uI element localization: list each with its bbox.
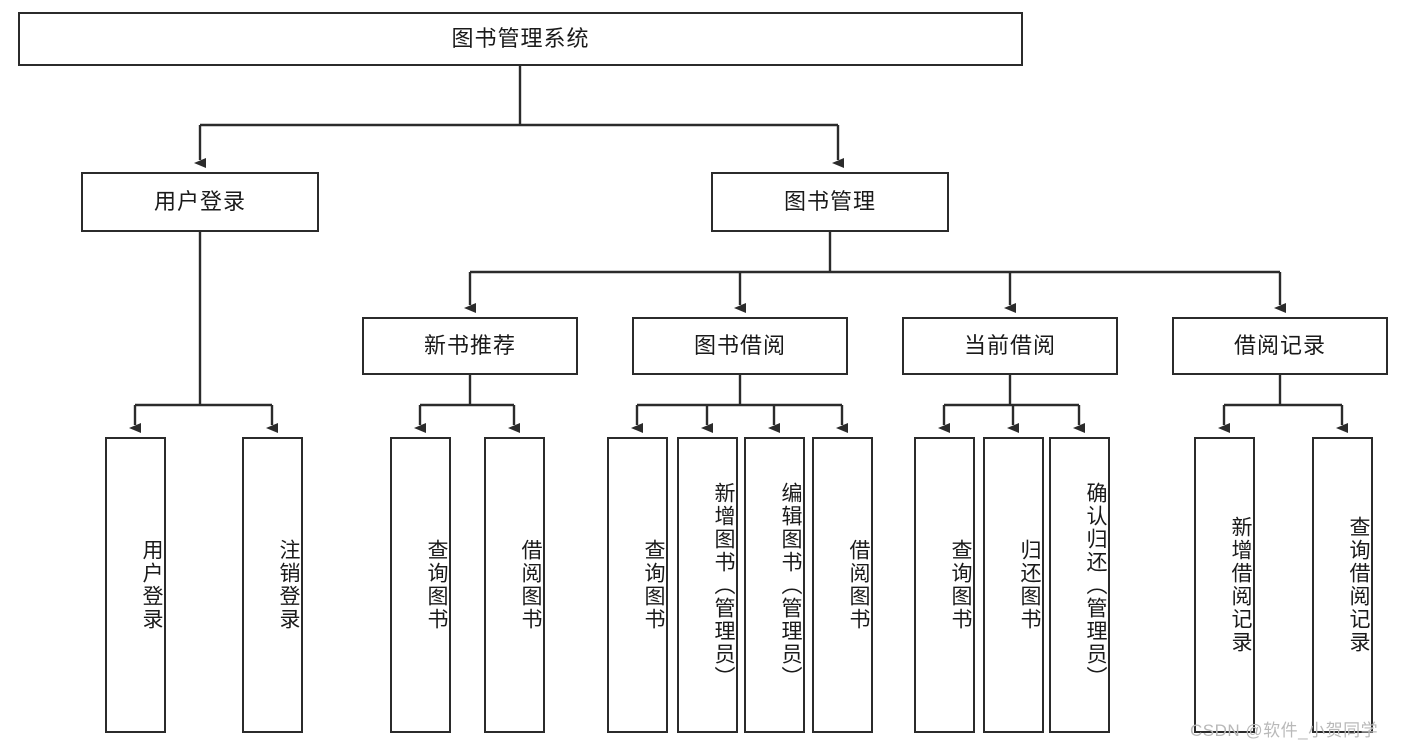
node-leaf-return-book[interactable]: 归还图书 [983, 437, 1044, 733]
node-label: 图书管理 [783, 188, 876, 214]
node-leaf-query-book-3[interactable]: 查询图书 [914, 437, 975, 733]
node-book-management[interactable]: 图书管理 [711, 172, 949, 232]
node-leaf-query-book-2[interactable]: 查询图书 [607, 437, 668, 733]
node-label: 图书管理系统 [451, 25, 590, 51]
node-label: 归还图书 [1018, 539, 1041, 631]
node-borrow-record[interactable]: 借阅记录 [1172, 317, 1388, 375]
node-user-login[interactable]: 用户登录 [81, 172, 319, 232]
node-label: 图书借阅 [693, 332, 786, 358]
node-new-book-recommend[interactable]: 新书推荐 [362, 317, 578, 375]
node-label: 新增借阅记录 [1229, 516, 1252, 654]
node-leaf-user-login[interactable]: 用户登录 [105, 437, 166, 733]
node-leaf-add-book-admin[interactable]: 新增图书（管理员） [677, 437, 738, 733]
node-leaf-logout-login[interactable]: 注销登录 [242, 437, 303, 733]
node-current-borrow[interactable]: 当前借阅 [902, 317, 1118, 375]
node-leaf-query-book-1[interactable]: 查询图书 [390, 437, 451, 733]
csdn-watermark: CSDN @软件_小贺同学 [1190, 721, 1379, 740]
node-book-management-system[interactable]: 图书管理系统 [18, 12, 1023, 66]
node-label: 借阅图书 [847, 539, 870, 631]
node-leaf-confirm-return-admin[interactable]: 确认归还（管理员） [1049, 437, 1110, 733]
node-label: 当前借阅 [963, 332, 1056, 358]
node-leaf-borrow-book-1[interactable]: 借阅图书 [484, 437, 545, 733]
node-label: 查询图书 [642, 539, 665, 631]
node-label: 用户登录 [153, 188, 246, 214]
node-label: 编辑图书（管理员） [779, 481, 802, 689]
node-label: 查询借阅记录 [1347, 516, 1370, 654]
node-label: 查询图书 [949, 539, 972, 631]
node-label: 确认归还（管理员） [1084, 481, 1107, 689]
node-label: 用户登录 [140, 539, 163, 631]
node-label: 新书推荐 [423, 332, 516, 358]
node-leaf-add-borrow-record[interactable]: 新增借阅记录 [1194, 437, 1255, 733]
node-leaf-borrow-book-2[interactable]: 借阅图书 [812, 437, 873, 733]
node-label: 查询图书 [425, 539, 448, 631]
node-label: 新增图书（管理员） [712, 481, 735, 689]
node-label: 借阅图书 [519, 539, 542, 631]
node-label: 借阅记录 [1233, 332, 1326, 358]
node-leaf-edit-book-admin[interactable]: 编辑图书（管理员） [744, 437, 805, 733]
node-leaf-query-borrow-record[interactable]: 查询借阅记录 [1312, 437, 1373, 733]
node-book-borrow[interactable]: 图书借阅 [632, 317, 848, 375]
node-label: 注销登录 [277, 539, 300, 631]
